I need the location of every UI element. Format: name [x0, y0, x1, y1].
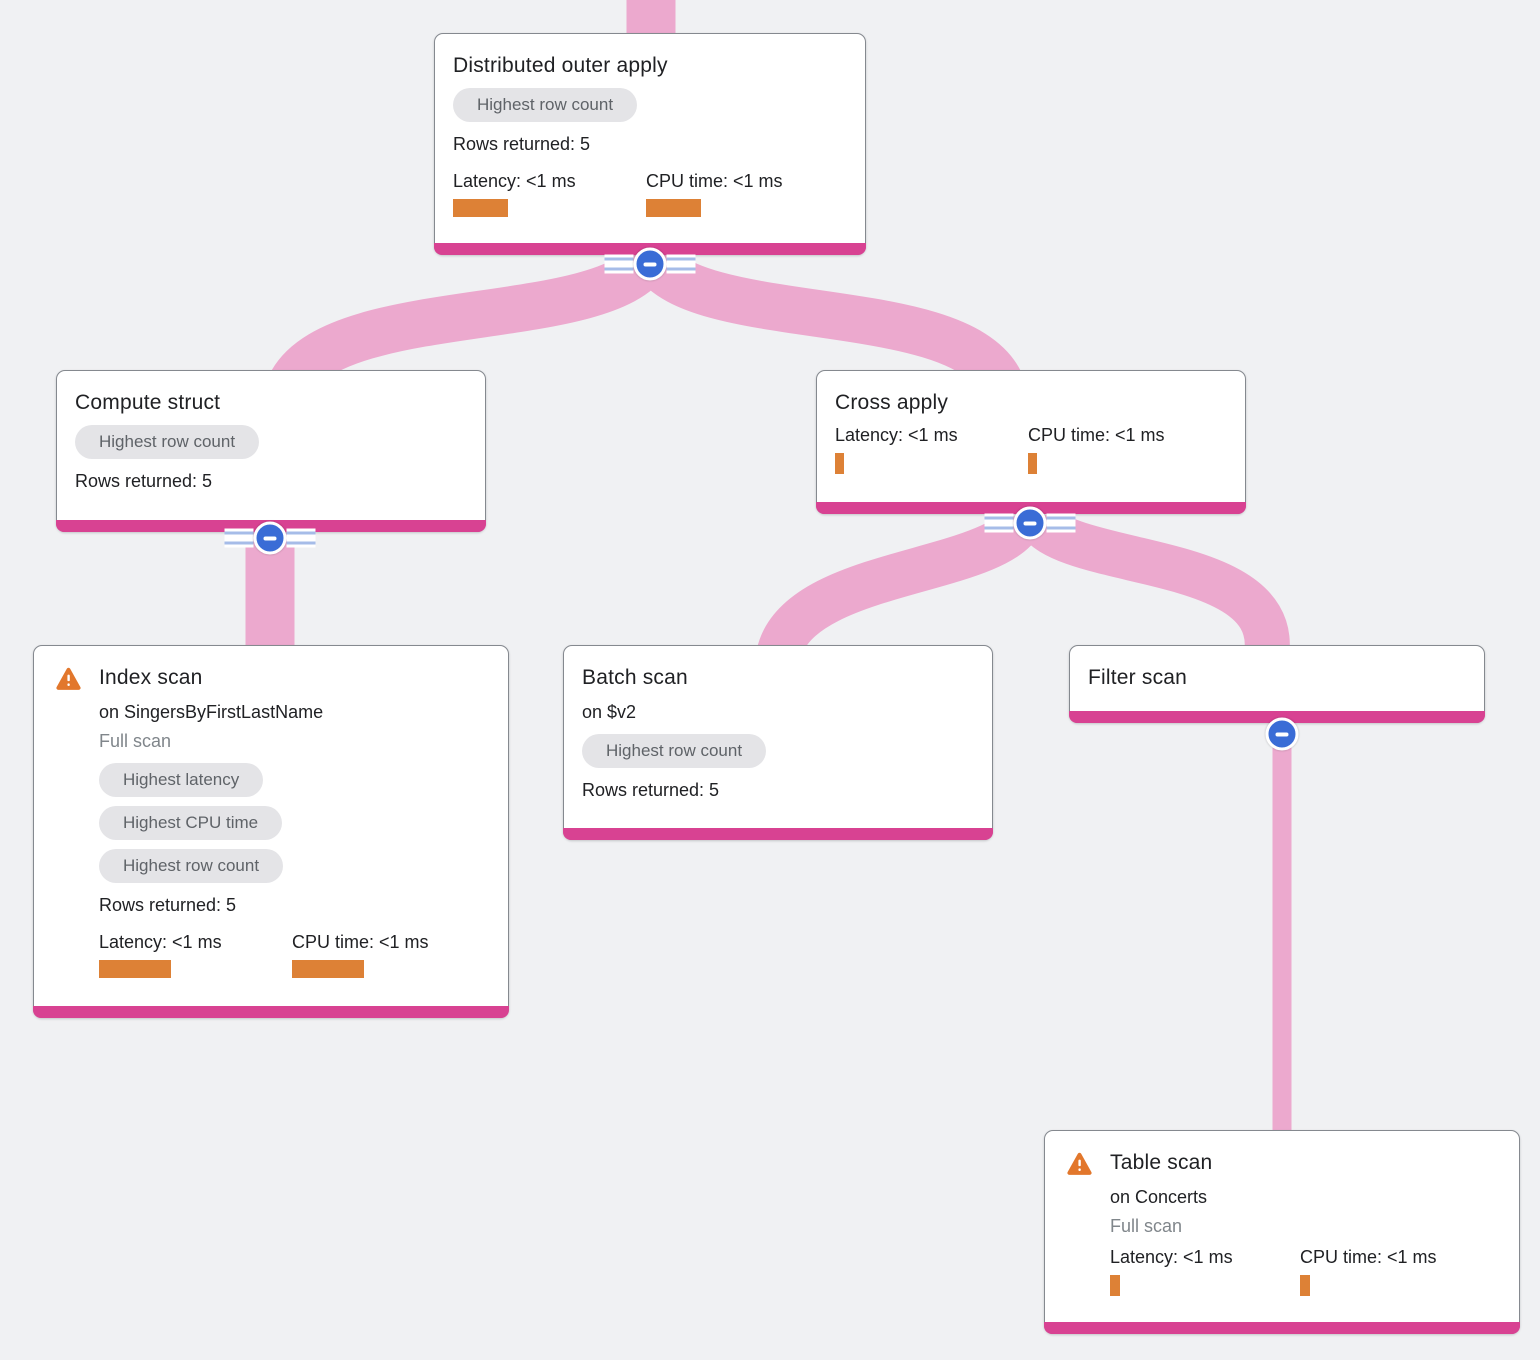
cpu-time-label: CPU time: <1 ms	[292, 932, 429, 952]
cpu-metric: CPU time: <1 ms	[292, 930, 429, 978]
cpu-time-bar	[1028, 453, 1037, 474]
node-accent-bar	[563, 828, 993, 840]
edge-doa-cross-apply	[634, 244, 1022, 395]
badge-highest-row-count: Highest row count	[453, 88, 638, 122]
metrics-row: Latency: <1 ms CPU time: <1 ms	[1110, 1245, 1503, 1296]
rows-returned-text: Rows returned: 5	[582, 780, 720, 800]
minus-circle-icon	[1013, 506, 1047, 540]
collapse-button-compute-struct[interactable]	[224, 521, 316, 555]
collapse-button-filter-scan[interactable]	[1265, 717, 1299, 751]
node-index-scan[interactable]: Index scan on SingersByFirstLastName Ful…	[33, 645, 509, 1018]
latency-label: Latency: <1 ms	[99, 932, 222, 952]
node-title: Batch scan	[582, 666, 688, 689]
node-table-scan[interactable]: Table scan on Concerts Full scan Latency…	[1044, 1130, 1520, 1334]
rows-returned-text: Rows returned: 5	[75, 471, 213, 491]
node-title: Distributed outer apply	[453, 54, 668, 77]
warning-icon	[56, 667, 81, 690]
node-distributed-outer-apply[interactable]: Distributed outer apply Highest row coun…	[434, 33, 866, 255]
scan-type-text: Full scan	[99, 731, 172, 751]
badge-highest-cpu-time: Highest CPU time	[99, 806, 283, 840]
collapse-lines-left	[984, 513, 1014, 533]
badge-highest-row-count: Highest row count	[99, 849, 284, 883]
collapse-button-distributed-outer-apply[interactable]	[604, 247, 696, 281]
scan-target-text: on Concerts	[1110, 1187, 1208, 1207]
badge-highest-row-count: Highest row count	[75, 425, 260, 459]
minus-circle-icon	[1265, 717, 1299, 751]
collapse-button-cross-apply[interactable]	[984, 506, 1076, 540]
minus-circle-icon	[633, 247, 667, 281]
node-title: Filter scan	[1088, 666, 1188, 689]
rows-returned-text: Rows returned: 5	[453, 134, 591, 154]
node-compute-struct[interactable]: Compute struct Highest row count Rows re…	[56, 370, 486, 532]
latency-bar	[1110, 1275, 1120, 1296]
edge-doa-compute-struct	[271, 244, 668, 396]
cpu-metric: CPU time: <1 ms	[1300, 1245, 1437, 1296]
badge-highest-latency: Highest latency	[99, 763, 264, 797]
collapse-lines-right	[666, 254, 696, 274]
collapse-lines-right	[286, 528, 316, 548]
cpu-time-bar	[1300, 1275, 1310, 1296]
cpu-time-bar	[646, 199, 701, 217]
node-title: Compute struct	[75, 391, 221, 414]
collapse-lines-left	[224, 528, 254, 548]
node-accent-bar	[1069, 711, 1485, 723]
latency-bar	[453, 199, 508, 217]
scan-type-text: Full scan	[1110, 1216, 1183, 1236]
cpu-metric: CPU time: <1 ms	[1028, 423, 1165, 474]
latency-metric: Latency: <1 ms	[835, 423, 1028, 474]
edge-cross-apply-batch-scan	[755, 507, 1043, 664]
collapse-lines-right	[1046, 513, 1076, 533]
node-title: Index scan	[99, 666, 203, 689]
latency-metric: Latency: <1 ms	[99, 930, 292, 978]
collapse-lines-left	[604, 254, 634, 274]
latency-label: Latency: <1 ms	[1110, 1247, 1233, 1267]
node-content: Index scan on SingersByFirstLastName Ful…	[99, 665, 492, 996]
cpu-time-label: CPU time: <1 ms	[1028, 425, 1165, 445]
warning-icon	[1067, 1152, 1092, 1175]
latency-bar	[835, 453, 844, 474]
scan-target-text: on $v2	[582, 702, 637, 722]
cpu-metric: CPU time: <1 ms	[646, 169, 783, 217]
latency-metric: Latency: <1 ms	[453, 169, 646, 217]
node-accent-bar	[1044, 1322, 1520, 1334]
latency-bar	[99, 960, 171, 978]
node-accent-bar	[33, 1006, 509, 1018]
edge-cross-apply-filter-scan	[1019, 505, 1290, 663]
latency-label: Latency: <1 ms	[835, 425, 958, 445]
node-title: Table scan	[1110, 1151, 1213, 1174]
node-batch-scan[interactable]: Batch scan on $v2 Highest row count Rows…	[563, 645, 993, 840]
metrics-row: Latency: <1 ms CPU time: <1 ms	[835, 423, 1229, 474]
metrics-row: Latency: <1 ms CPU time: <1 ms	[99, 930, 492, 978]
cpu-time-label: CPU time: <1 ms	[646, 171, 783, 191]
node-content: Table scan on Concerts Full scan Latency…	[1110, 1150, 1503, 1312]
metrics-row: Latency: <1 ms CPU time: <1 ms	[453, 169, 849, 217]
scan-target-text: on SingersByFirstLastName	[99, 702, 324, 722]
node-title: Cross apply	[835, 391, 949, 414]
badge-highest-row-count: Highest row count	[582, 734, 767, 768]
node-filter-scan[interactable]: Filter scan	[1069, 645, 1485, 723]
latency-metric: Latency: <1 ms	[1110, 1245, 1300, 1296]
cpu-time-label: CPU time: <1 ms	[1300, 1247, 1437, 1267]
node-cross-apply[interactable]: Cross apply Latency: <1 ms CPU time: <1 …	[816, 370, 1246, 514]
minus-circle-icon	[253, 521, 287, 555]
cpu-time-bar	[292, 960, 364, 978]
latency-label: Latency: <1 ms	[453, 171, 576, 191]
rows-returned-text: Rows returned: 5	[99, 895, 237, 915]
